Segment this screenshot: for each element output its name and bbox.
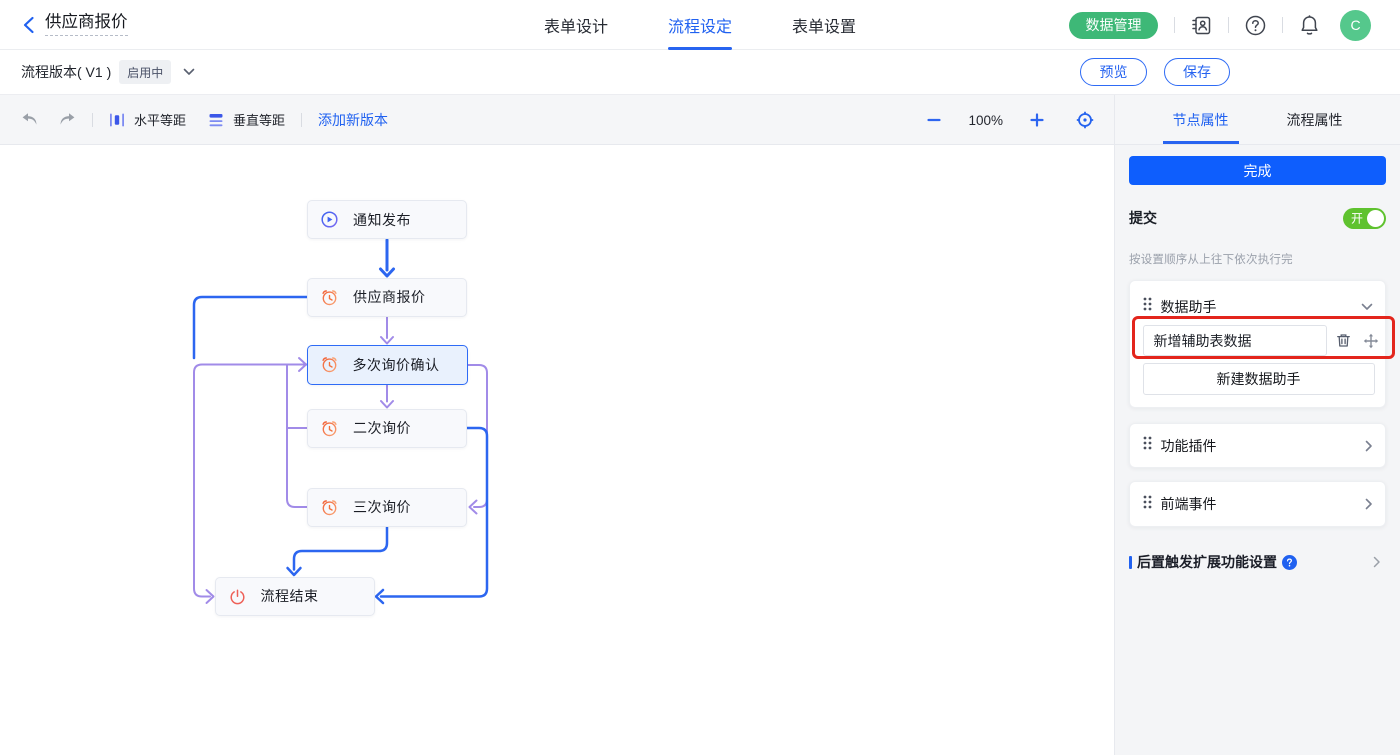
tab-node-properties[interactable]: 节点属性 <box>1162 95 1239 144</box>
header-tabs: 表单设计 流程设定 表单设置 <box>0 0 1400 50</box>
horizontal-distribute-button[interactable]: 水平等距 <box>109 110 186 129</box>
tab-flow-settings[interactable]: 流程设定 <box>667 0 733 50</box>
tab-form-design[interactable]: 表单设计 <box>543 19 608 36</box>
drag-handle-icon[interactable] <box>1143 436 1152 455</box>
frontend-event-card[interactable]: 前端事件 <box>1129 481 1386 527</box>
version-bar: 流程版本( V1 ) 启用中 预览 保存 <box>0 50 1400 95</box>
add-version-link[interactable]: 添加新版本 <box>318 111 389 128</box>
edge-inquiries-to-confirm <box>286 357 308 508</box>
data-assistant-title: 数据助手 <box>1160 298 1217 315</box>
edge-second-to-end <box>374 426 489 605</box>
plugin-card[interactable]: 功能插件 <box>1129 423 1386 468</box>
node-label: 三次询价 <box>353 499 411 515</box>
notification-bell-icon[interactable] <box>1298 14 1320 36</box>
flow-node-supplier-quote[interactable]: 供应商报价 <box>307 277 467 317</box>
zoom-level: 100% <box>968 112 1003 128</box>
locate-icon[interactable] <box>1076 111 1094 129</box>
edge-confirm-to-third <box>467 364 488 515</box>
node-label: 流程结束 <box>260 588 319 604</box>
delete-icon[interactable] <box>1336 333 1351 348</box>
contacts-book-icon[interactable] <box>1190 14 1212 36</box>
edge-notify-to-supplier <box>379 238 395 278</box>
plugin-title: 功能插件 <box>1160 437 1217 454</box>
edge-supplier-to-confirm-loop <box>192 295 309 360</box>
power-icon <box>229 588 246 605</box>
chevron-right-icon[interactable] <box>1373 556 1381 568</box>
status-badge: 启用中 <box>119 60 172 84</box>
divider <box>301 112 303 127</box>
toggle-on-label: 开 <box>1351 211 1364 226</box>
divider <box>1173 17 1175 33</box>
divider <box>92 112 93 127</box>
flow-node-process-end[interactable]: 流程结束 <box>214 576 375 616</box>
node-label: 供应商报价 <box>353 289 426 305</box>
vertical-distribute-label: 垂直等距 <box>233 113 286 128</box>
horizontal-distribute-label: 水平等距 <box>134 113 187 128</box>
undo-icon[interactable] <box>21 112 38 127</box>
post-trigger-label: 后置触发扩展功能设置 <box>1137 554 1277 570</box>
data-assistant-item-row <box>1142 325 1378 356</box>
canvas-toolbar: 水平等距 垂直等距 添加新版本 100% <box>0 95 1114 145</box>
complete-button[interactable]: 完成 <box>1129 156 1386 185</box>
redo-icon[interactable] <box>59 112 76 127</box>
zoom-out-icon[interactable] <box>927 113 942 127</box>
back-icon[interactable] <box>22 16 35 34</box>
page-title[interactable]: 供应商报价 <box>45 13 128 36</box>
node-label: 二次询价 <box>353 420 411 436</box>
flow-node-multi-inquiry-confirm[interactable]: 多次询价确认 <box>306 344 468 385</box>
data-manage-button[interactable]: 数据管理 <box>1069 11 1158 39</box>
drag-handle-icon[interactable] <box>1143 495 1152 514</box>
collapse-chevron-down-icon[interactable] <box>1361 303 1373 311</box>
zoom-in-icon[interactable] <box>1030 113 1044 127</box>
data-assistant-card: 数据助手 <box>1129 280 1386 408</box>
play-icon <box>321 211 338 228</box>
timer-icon <box>321 420 338 437</box>
edge-supplier-to-confirm <box>380 316 394 345</box>
preview-button[interactable]: 预览 <box>1080 58 1147 86</box>
node-label: 通知发布 <box>353 211 411 228</box>
version-chevron-down-icon[interactable] <box>183 68 195 76</box>
version-label: 流程版本( V1 ) <box>21 64 112 80</box>
timer-icon <box>321 499 338 516</box>
chevron-right-icon <box>1365 498 1373 510</box>
toggle-knob <box>1367 209 1384 227</box>
assistant-name-input[interactable] <box>1142 325 1327 356</box>
tab-form-config[interactable]: 表单设置 <box>792 19 857 36</box>
submit-toggle[interactable]: 开 <box>1343 207 1386 229</box>
avatar[interactable]: C <box>1340 9 1371 41</box>
move-icon[interactable] <box>1363 333 1379 349</box>
timer-icon <box>321 289 338 306</box>
chevron-right-icon <box>1365 440 1373 452</box>
flow-canvas[interactable]: 通知发布 供应商报价 <box>0 145 1114 755</box>
flow-node-third-inquiry[interactable]: 三次询价 <box>307 487 467 527</box>
edge-confirm-to-end <box>193 363 308 604</box>
divider <box>1227 17 1229 33</box>
flow-node-notify-publish[interactable]: 通知发布 <box>307 200 467 239</box>
edge-third-to-end <box>286 525 389 577</box>
timer-icon <box>321 356 338 373</box>
accent-bar <box>1129 555 1132 569</box>
save-button[interactable]: 保存 <box>1164 58 1230 86</box>
new-data-assistant-button[interactable]: 新建数据助手 <box>1142 363 1375 395</box>
execution-hint: 按设置顺序从上往下依次执行完 <box>1129 254 1293 266</box>
help-filled-icon[interactable] <box>1282 554 1297 570</box>
flow-node-second-inquiry[interactable]: 二次询价 <box>307 408 467 448</box>
edge-confirm-to-second <box>380 384 394 409</box>
app-header: 供应商报价 表单设计 流程设定 表单设置 数据管理 <box>0 0 1400 50</box>
tab-flow-properties[interactable]: 流程属性 <box>1286 111 1343 128</box>
flow-edges <box>192 238 489 605</box>
post-trigger-settings-row[interactable]: 后置触发扩展功能设置 <box>1129 552 1386 572</box>
properties-panel: 节点属性 流程属性 完成 提交 开 按设置顺序从上往下依次执行完 数据助手 <box>1114 95 1400 755</box>
node-label: 多次询价确认 <box>352 356 440 373</box>
divider <box>1281 17 1283 33</box>
help-icon[interactable] <box>1244 14 1266 36</box>
drag-handle-icon[interactable] <box>1143 297 1152 316</box>
frontend-event-title: 前端事件 <box>1160 496 1217 512</box>
vertical-distribute-button[interactable]: 垂直等距 <box>208 110 285 129</box>
submit-label: 提交 <box>1129 210 1157 226</box>
